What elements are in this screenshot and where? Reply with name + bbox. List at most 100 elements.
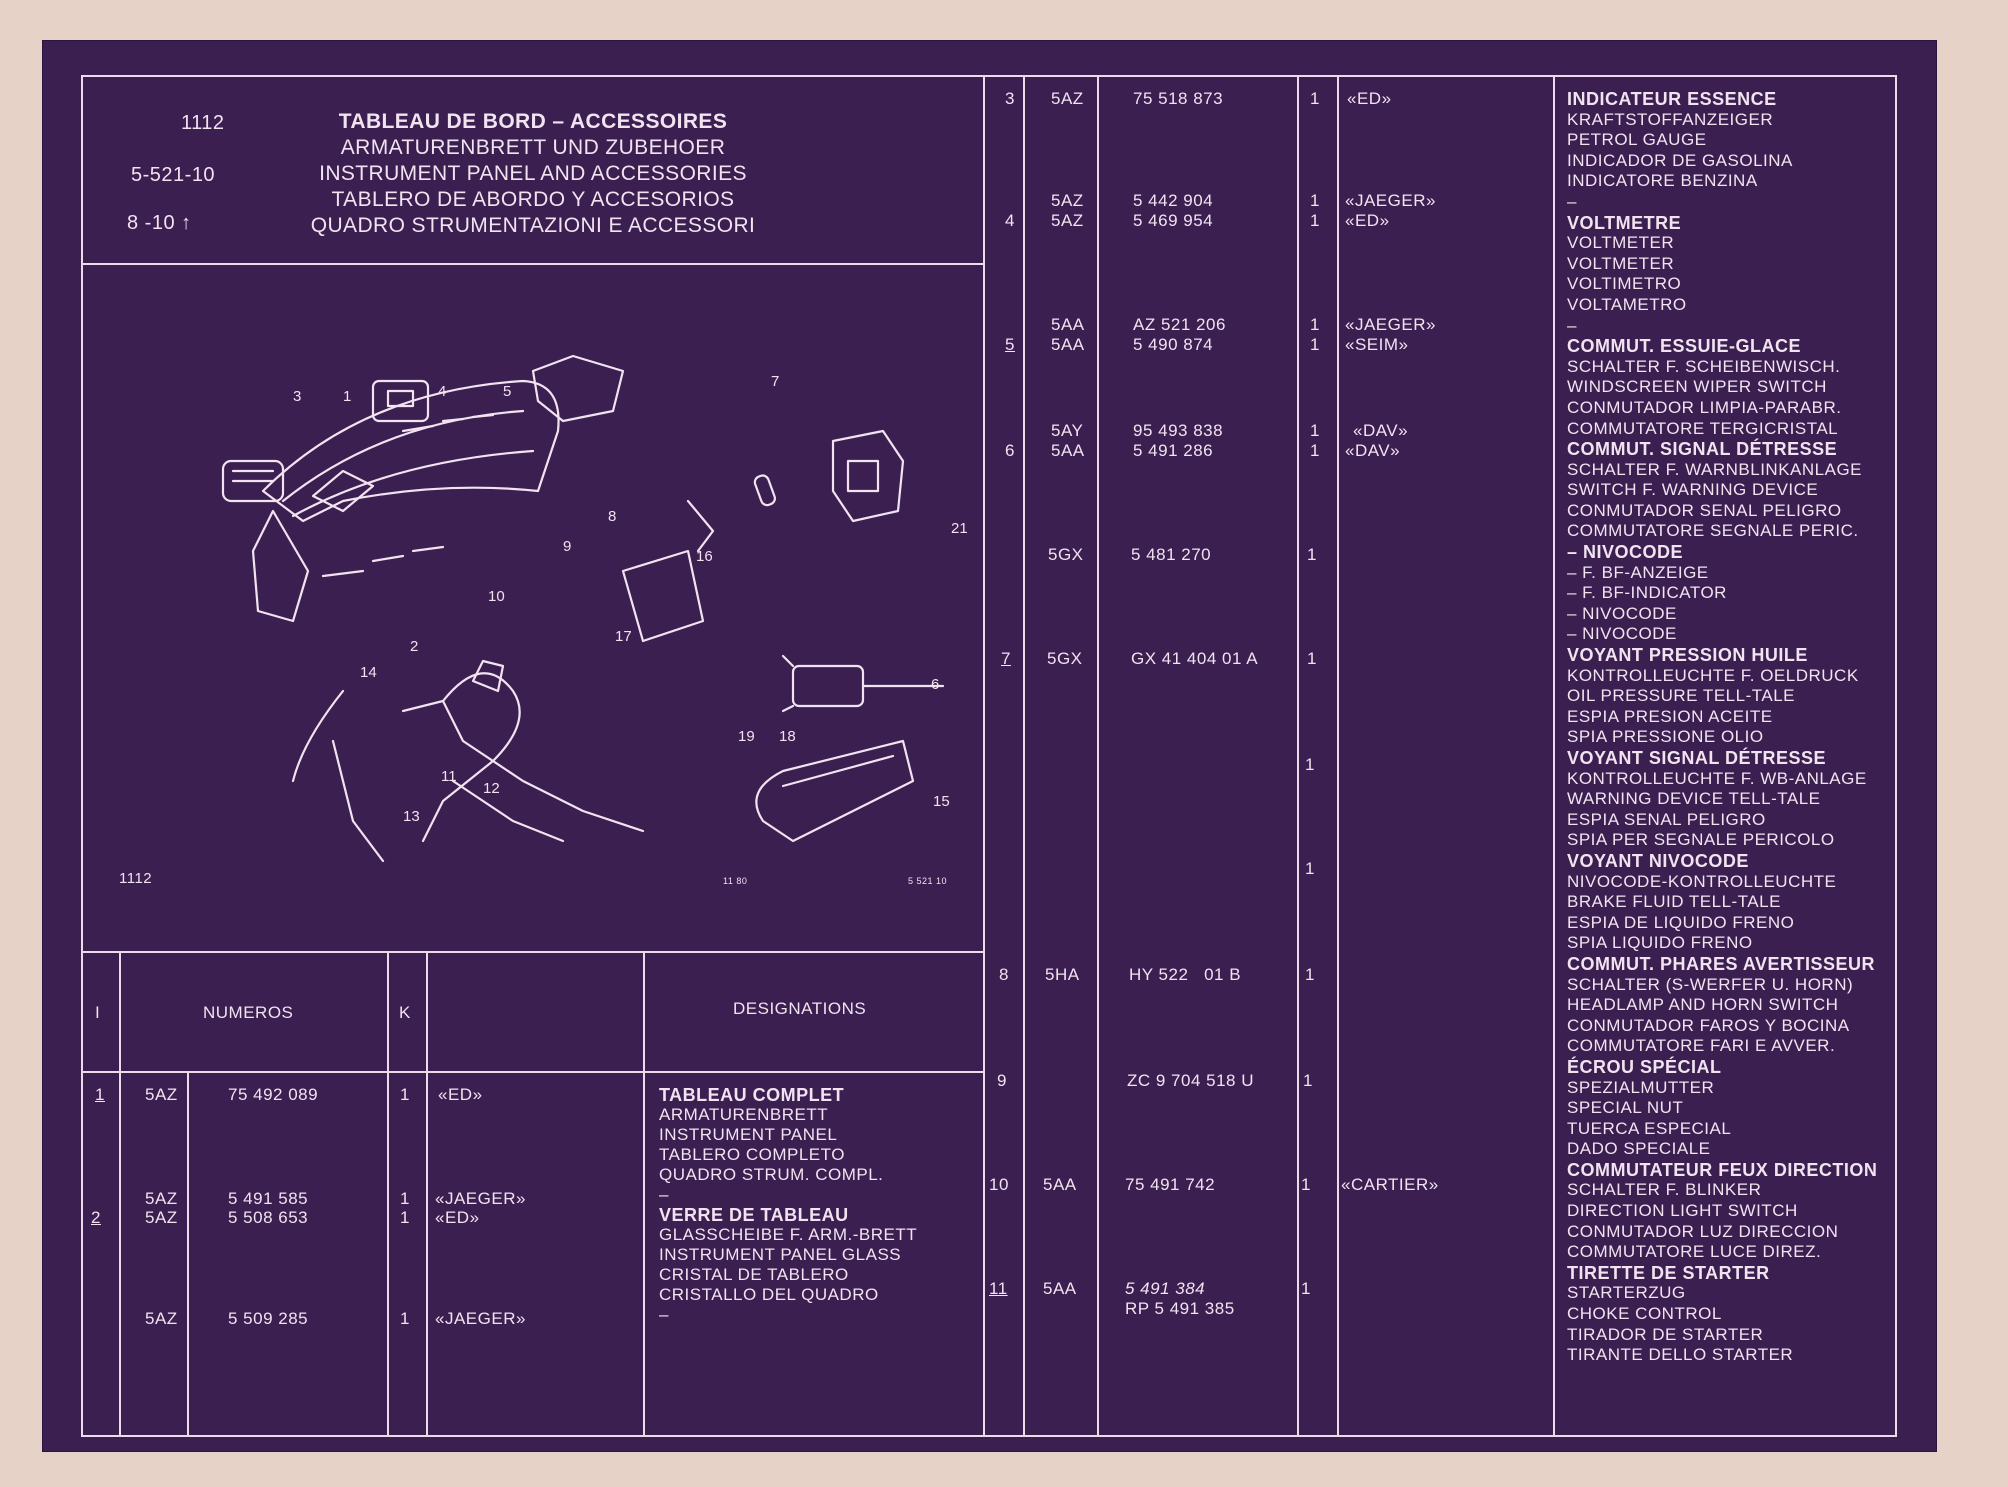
part-supplier: «CARTIER» (1341, 1175, 1439, 1194)
plate-reference: 5-521-10 (131, 164, 216, 186)
designation-line: INDICADOR DE GASOLINA (1567, 150, 1793, 170)
part-number: 5 442 904 (1133, 191, 1214, 210)
designation-line: NIVOCODE-KONTROLLEUCHTE (1567, 871, 1837, 891)
part-prefix: 5AZ (1051, 191, 1084, 210)
designation-line: CRISTALLO DEL QUADRO (659, 1285, 879, 1304)
row-index: 4 (1005, 211, 1015, 230)
part-prefix: 5AA (1051, 315, 1085, 334)
designation-title: TABLEAU COMPLET (659, 1085, 845, 1105)
callout-10: 10 (488, 588, 505, 605)
part-number: 5 490 874 (1133, 335, 1214, 354)
part-number: 5 481 270 (1131, 545, 1212, 564)
part-15-drawing (755, 739, 915, 843)
part-k: 1 (400, 1309, 410, 1328)
part-supplier: «JAEGER» (435, 1189, 526, 1208)
row-index: 3 (1005, 89, 1015, 108)
designation-line: SPIA PRESSIONE OLIO (1567, 727, 1764, 747)
designation-title: VOYANT PRESSION HUILE (1567, 645, 1808, 666)
callout-13: 13 (403, 808, 420, 825)
designation-title: ÉCROU SPÉCIAL (1567, 1056, 1722, 1077)
part-supplier: «ED» (435, 1208, 480, 1227)
designation-line: KONTROLLEUCHTE F. WB-ANLAGE (1567, 768, 1867, 788)
designation-line: TIRADOR DE STARTER (1567, 1324, 1764, 1344)
designation-line: WARNING DEVICE TELL-TALE (1567, 789, 1821, 809)
designation-title: INDICATEUR ESSENCE (1567, 89, 1777, 109)
designation-title: VOYANT SIGNAL DÉTRESSE (1567, 748, 1827, 768)
designation-line: PETROL GAUGE (1567, 130, 1707, 150)
callout-15: 15 (933, 793, 950, 810)
part-supplier: «JAEGER» (1345, 315, 1436, 334)
designation-line: CONMUTADOR SENAL PELIGRO (1567, 500, 1842, 520)
part-k: 1 (1310, 315, 1320, 334)
diagram-date: 11 80 (723, 876, 748, 886)
callout-11: 11 (441, 768, 457, 785)
part-supplier: «DAV» (1353, 421, 1409, 440)
row-index: 8 (999, 965, 1009, 984)
row-index: 2 (91, 1208, 101, 1227)
part-8-drawing (621, 499, 715, 643)
designation-line: QUADRO STRUM. COMPL. (659, 1165, 884, 1184)
part-k: 1 (1305, 859, 1315, 878)
designation-line: DIRECTION LIGHT SWITCH (1567, 1201, 1798, 1221)
part-prefix: 5AA (1051, 441, 1085, 460)
part-supplier: «JAEGER» (435, 1309, 526, 1328)
designation-line: INSTRUMENT PANEL (659, 1125, 838, 1144)
section-code: 1112 (181, 112, 225, 134)
designation-line: TIRANTE DELLO STARTER (1567, 1345, 1794, 1365)
center-divider (983, 75, 985, 1435)
designation-line: SPECIAL NUT (1567, 1098, 1684, 1118)
designation-title: – NIVOCODE (1567, 542, 1684, 563)
designation-line: ARMATURENBRETT (659, 1105, 829, 1124)
designation-line: COMMUTATORE TERGICRISTAL (1567, 418, 1839, 438)
designation-line: – F. BF-INDICATOR (1567, 583, 1727, 603)
part-prefix: 5HA (1045, 965, 1080, 984)
col-line (1297, 75, 1299, 1435)
column-header-numeros: NUMEROS (203, 1003, 294, 1022)
designation-line: SPIA PER SEGNALE PERICOLO (1567, 830, 1835, 850)
callout-14: 14 (360, 664, 377, 681)
row-index: 5 (1005, 335, 1015, 354)
designation-line: CONMUTADOR FAROS Y BOCINA (1567, 1015, 1850, 1035)
exploded-diagram: 3 1 4 5 7 21 8 9 16 10 17 2 14 6 19 18 1… (221, 354, 968, 863)
part-number: 75 492 089 (228, 1085, 319, 1104)
designation-line: SWITCH F. WARNING DEVICE (1567, 480, 1819, 500)
part-number: 5 491 286 (1133, 441, 1214, 460)
designation-line: CRISTAL DE TABLERO (659, 1265, 849, 1284)
part-k: 1 (400, 1189, 410, 1208)
part-k: 1 (1305, 965, 1315, 984)
designation-line: INDICATORE BENZINA (1567, 171, 1758, 191)
part-supplier: «JAEGER» (1345, 191, 1436, 210)
header-divider (81, 263, 985, 265)
part-k: 1 (1305, 755, 1315, 774)
designation-line: VOLTAMETRO (1567, 294, 1687, 314)
part-k: 1 (1310, 421, 1320, 440)
part-number: 95 493 838 (1133, 421, 1224, 440)
part-21-drawing (831, 429, 905, 523)
designation-line: VOLTMETER (1567, 233, 1675, 253)
callout-17: 17 (615, 628, 632, 645)
part-prefix: 5GX (1048, 545, 1084, 564)
designation-title: VOYANT NIVOCODE (1567, 850, 1749, 871)
designation-line: ESPIA PRESION ACEITE (1567, 706, 1773, 726)
column-header-index: I (95, 1003, 101, 1022)
col-line (1553, 75, 1555, 1435)
designation-line: SPEZIALMUTTER (1567, 1077, 1715, 1097)
designation-title: VOLTMETRE (1567, 212, 1682, 233)
designation-line: SPIA LIQUIDO FRENO (1567, 933, 1753, 953)
callout-12: 12 (483, 780, 500, 797)
part-supplier: «ED» (1345, 211, 1390, 230)
part-number: 5 469 954 (1133, 211, 1214, 230)
designation-line: SCHALTER (S-WERFER U. HORN) (1567, 974, 1854, 994)
part-k: 1 (400, 1208, 410, 1227)
designation-line: – (1567, 315, 1577, 335)
designation-title: COMMUT. PHARES AVERTISSEUR (1567, 953, 1876, 974)
column-header-divider (81, 1071, 985, 1073)
row-index: 6 (1005, 441, 1015, 460)
designation-line: – F. BF-ANZEIGE (1567, 562, 1709, 582)
validity-date: 8 -10 ↑ (127, 212, 192, 234)
designation-line: – NIVOCODE (1567, 624, 1677, 644)
diagram-code: 1112 (119, 870, 153, 887)
designation-line: – (659, 1305, 669, 1324)
